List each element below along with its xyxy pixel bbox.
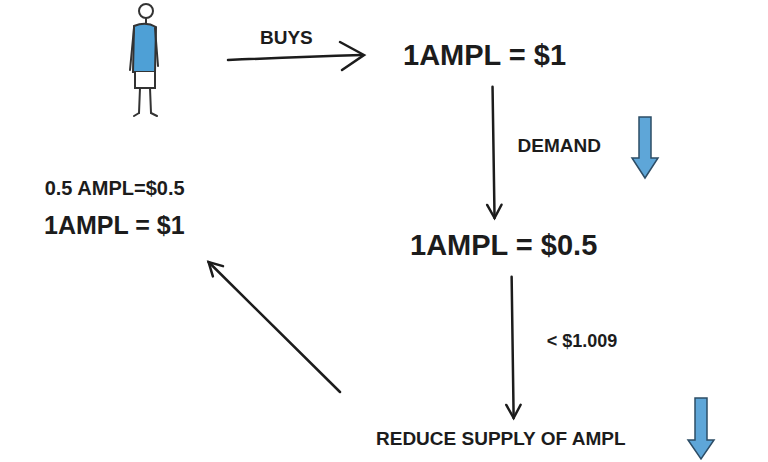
arrow-label: BUYS — [258, 26, 315, 50]
person-figure — [130, 4, 158, 116]
node-text: 1AMPL = $1 — [403, 38, 566, 73]
flow-arrow — [506, 277, 520, 418]
edge-label: DEMAND — [516, 134, 603, 158]
flow-arrow — [487, 87, 501, 218]
text-node: REDUCE SUPPLY OF AMPL — [370, 420, 632, 459]
node-text: 1AMPL = $0.5 — [410, 228, 597, 263]
text-node: 0.5 AMPL=$0.5 1AMPL = $1 — [38, 168, 191, 248]
flow-arrow — [209, 262, 340, 392]
edge-label: < $1.009 — [545, 330, 620, 353]
text-node: 1AMPL = $0.5 — [404, 220, 603, 271]
demand-down-arrow — [632, 117, 658, 178]
node-text: 0.5 AMPL=$0.5 — [44, 176, 185, 200]
node-text: 1AMPL = $1 — [44, 210, 185, 240]
supply-down-arrow — [688, 398, 714, 459]
text-node: 1AMPL = $1 — [397, 30, 572, 81]
node-text: REDUCE SUPPLY OF AMPL — [376, 428, 626, 451]
